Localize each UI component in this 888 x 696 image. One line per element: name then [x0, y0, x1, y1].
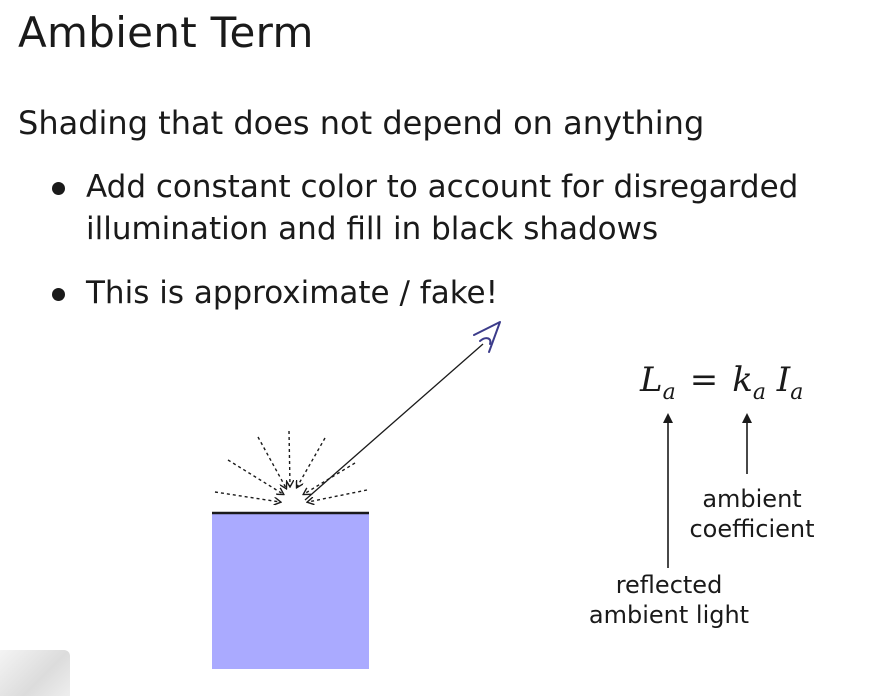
slide-title: Ambient Term	[18, 8, 314, 57]
formula-k: k	[732, 360, 753, 400]
label-line: reflected	[615, 571, 723, 599]
ambient-formula: La=ka Ia	[640, 360, 803, 405]
bullet-dot	[52, 288, 65, 301]
formula-L: L	[640, 360, 663, 400]
bullet-text-line: Add constant color to account for disreg…	[86, 169, 799, 205]
surface-block	[212, 513, 369, 669]
eye-icon	[473, 321, 501, 353]
formula-equals: =	[689, 360, 719, 400]
label-line: ambient light	[588, 601, 750, 629]
formula-L-sub: a	[662, 380, 676, 405]
bullet-text-line: This is approximate / fake!	[86, 275, 499, 311]
bullet-item: Add constant color to account for disreg…	[52, 166, 852, 250]
ambient-light-rays	[214, 430, 368, 502]
view-ray	[304, 343, 484, 501]
formula-I: I	[776, 360, 791, 400]
formula-k-sub: a	[752, 380, 766, 405]
bullet-list: Add constant color to account for disreg…	[52, 166, 852, 336]
formula-I-sub: a	[790, 380, 804, 405]
label-line: coefficient	[689, 515, 815, 543]
label-line: ambient	[702, 485, 802, 513]
bullet-item: This is approximate / fake!	[52, 272, 852, 314]
intro-text: Shading that does not depend on anything	[18, 104, 705, 142]
ambient-coefficient-label: ambient coefficient	[684, 484, 820, 544]
corner-decoration	[0, 650, 70, 696]
reflected-ambient-light-label: reflected ambient light	[584, 570, 754, 630]
bullet-text-line: illumination and fill in black shadows	[86, 211, 659, 247]
bullet-dot	[52, 182, 65, 195]
